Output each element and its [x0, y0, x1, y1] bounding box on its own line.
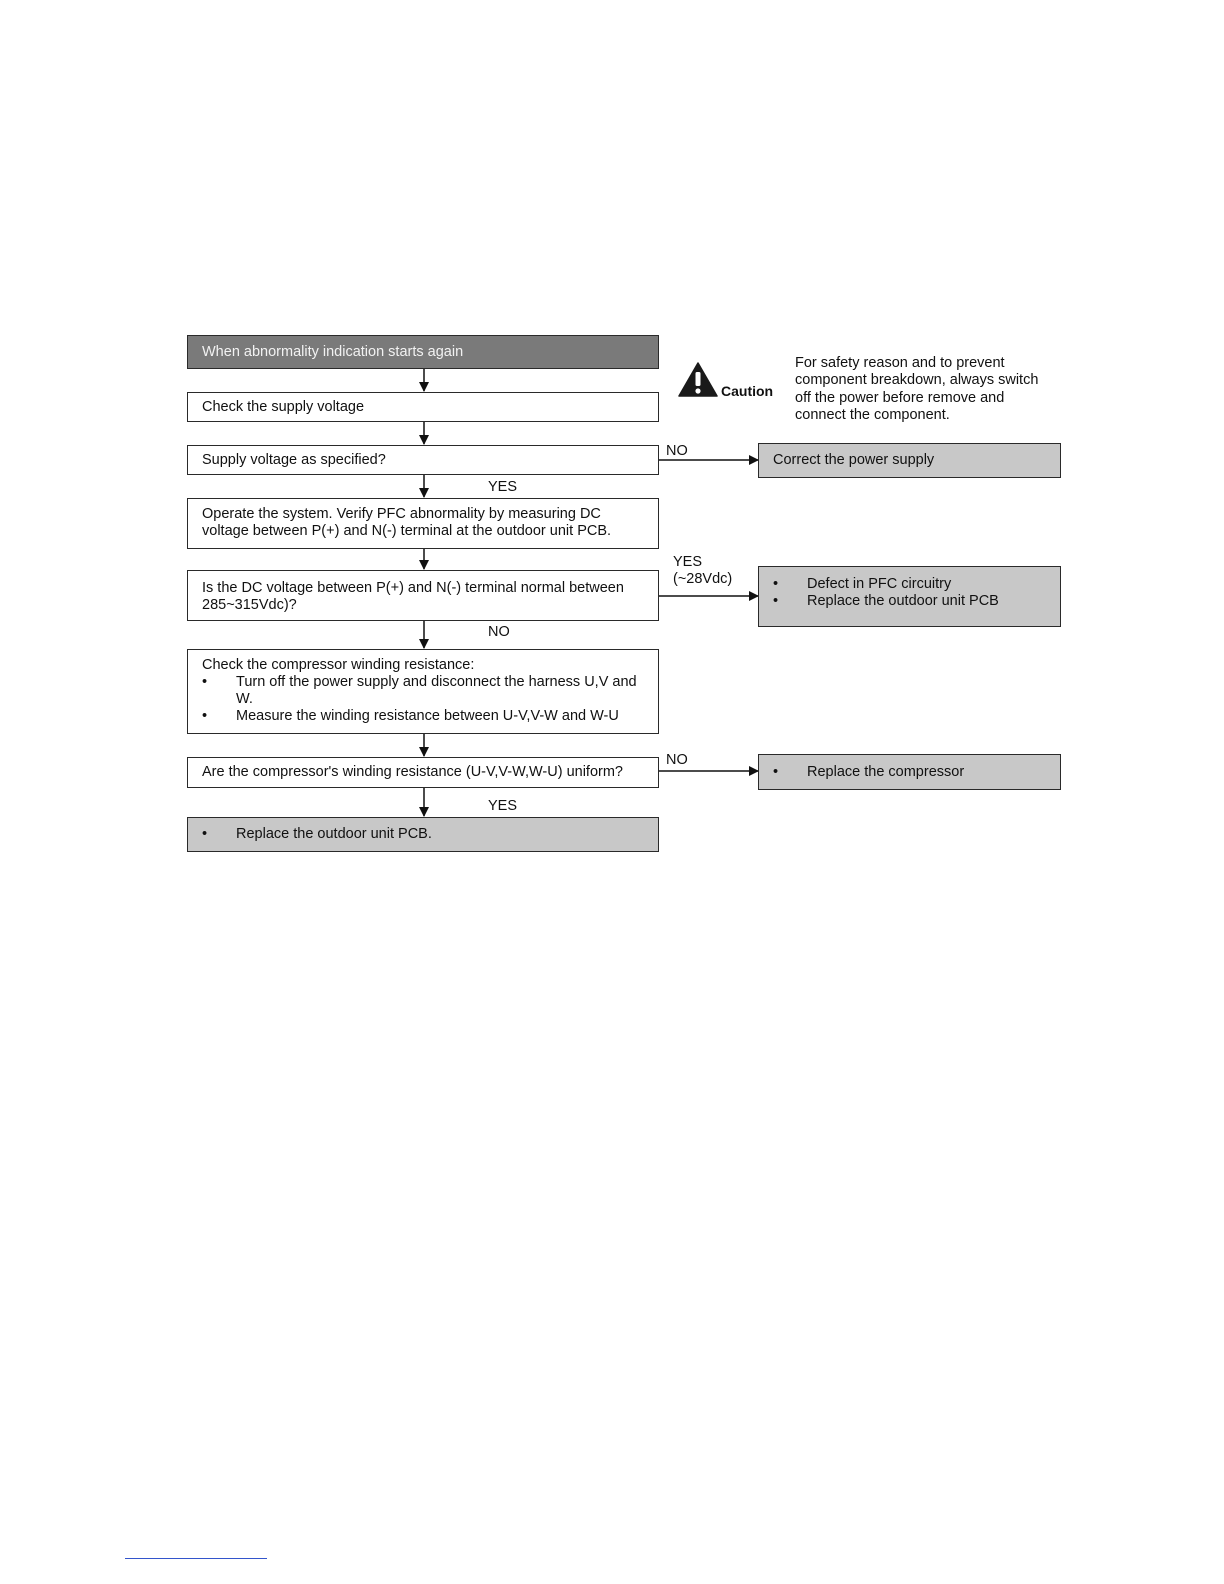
label-no-dc: NO [488, 624, 510, 640]
correct-power-text: Correct the power supply [773, 452, 935, 468]
supply-question-box: Supply voltage as specified? [187, 445, 659, 475]
replace-pcb-final-list: Replace the outdoor unit PCB. [202, 826, 432, 843]
check-compressor-list: Turn off the power supply and disconnect… [202, 674, 644, 725]
list-item: Replace the compressor [773, 764, 964, 781]
list-item: Replace the outdoor unit PCB [773, 593, 1046, 610]
check-supply-box: Check the supply voltage [187, 392, 659, 422]
correct-power-box: Correct the power supply [758, 443, 1061, 478]
start-box: When abnormality indication starts again [187, 335, 659, 369]
start-text: When abnormality indication starts again [202, 343, 464, 360]
supply-question-text: Supply voltage as specified? [202, 451, 386, 468]
list-item: Measure the winding resistance between U… [202, 708, 644, 725]
label-yes-dc-value: (~28Vdc) [673, 571, 733, 587]
check-supply-text: Check the supply voltage [202, 398, 365, 415]
replace-compressor-box: Replace the compressor [758, 754, 1061, 790]
label-yes-supply: YES [488, 479, 518, 495]
replace-compressor-list: Replace the compressor [773, 764, 964, 781]
list-item: Defect in PFC circuitry [773, 576, 1046, 593]
label-no-supply: NO [666, 443, 688, 459]
check-compressor-title: Check the compressor winding resistance: [202, 657, 475, 673]
label-yes-dc: YES [673, 554, 703, 570]
label-yes-winding: YES [488, 798, 518, 814]
operate-system-text: Operate the system. Verify PFC abnormali… [202, 506, 612, 539]
pfc-defect-box: Defect in PFC circuitry Replace the outd… [758, 566, 1061, 627]
label-no-winding: NO [666, 752, 688, 768]
pfc-defect-list: Defect in PFC circuitry Replace the outd… [773, 576, 1046, 610]
footer-rule [125, 1558, 267, 1559]
list-item: Replace the outdoor unit PCB. [202, 826, 432, 843]
warning-triangle-icon [678, 362, 718, 397]
safety-note: For safety reason and to prevent compone… [795, 355, 1039, 423]
operate-system-box: Operate the system. Verify PFC abnormali… [187, 498, 659, 549]
list-item: Turn off the power supply and disconnect… [202, 674, 644, 708]
dc-question-box: Is the DC voltage between P(+) and N(-) … [187, 570, 659, 621]
caution-block [678, 362, 778, 402]
replace-pcb-final-box: Replace the outdoor unit PCB. [187, 817, 659, 852]
caution-label: Caution [721, 383, 774, 399]
check-compressor-box: Check the compressor winding resistance:… [187, 649, 659, 734]
dc-question-text: Is the DC voltage between P(+) and N(-) … [202, 580, 624, 613]
winding-question-box: Are the compressor's winding resistance … [187, 757, 659, 788]
winding-question-text: Are the compressor's winding resistance … [202, 764, 623, 780]
